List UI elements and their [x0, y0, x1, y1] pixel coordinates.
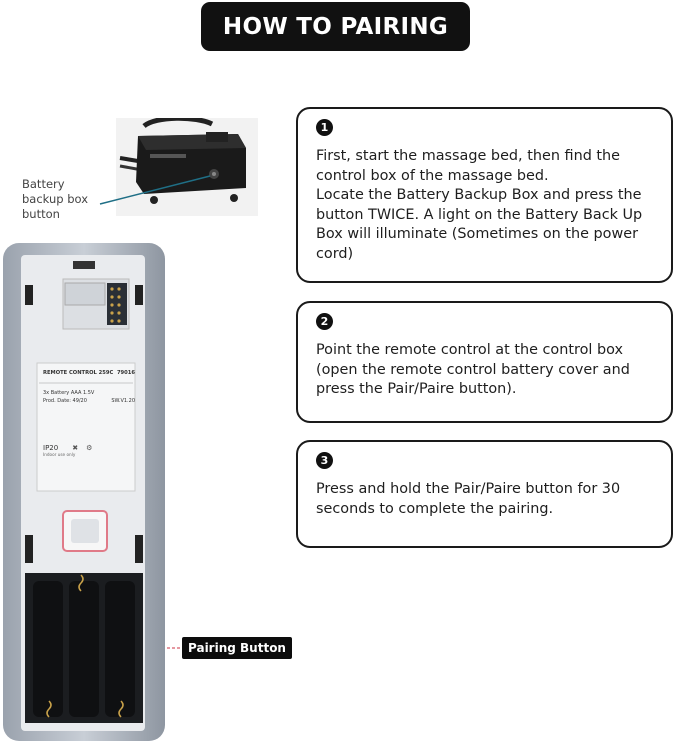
step-number-badge: 2 — [316, 313, 333, 330]
step-text: Press and hold the Pair/Paire button for… — [316, 481, 621, 517]
remote-illustration — [3, 243, 165, 741]
step-card-3: 3 Press and hold the Pair/Paire button f… — [296, 440, 673, 548]
page-title: HOW TO PAIRING — [222, 13, 449, 40]
remote-model: REMOTE CONTROL 259C — [43, 370, 114, 376]
remote-battery-spec: 3x Battery AAA 1.5V — [43, 390, 95, 396]
remote-ip-rating: IP20 — [43, 444, 59, 452]
step-card-1: 1 First, start the massage bed, then fin… — [296, 107, 673, 283]
remote-control-image: REMOTE CONTROL 259C 79016 3x Battery AAA… — [3, 243, 165, 741]
control-box-illustration — [116, 118, 258, 216]
remote-indoor-note: Indoor use only — [43, 452, 76, 457]
recycle-bin-icon: ✖ — [72, 444, 79, 452]
step-text: Point the remote control at the control … — [316, 342, 630, 398]
step-number-badge: 3 — [316, 452, 333, 469]
remote-prod-date: Prod. Date: 49/20 — [43, 398, 87, 404]
settings-icon: ⚙ — [86, 444, 93, 452]
step-text: First, start the massage bed, then find … — [316, 148, 643, 262]
pairing-button-label: Pairing Button — [188, 641, 286, 655]
remote-sw-version: SW.V1.20 — [111, 398, 135, 404]
pairing-button-callout: Pairing Button — [182, 637, 292, 659]
step-number-badge: 1 — [316, 119, 333, 136]
remote-label: REMOTE CONTROL 259C 79016 3x Battery AAA… — [43, 370, 135, 457]
control-box-photo — [116, 118, 258, 216]
step-card-2: 2 Point the remote control at the contro… — [296, 301, 673, 423]
battery-box-callout: Battery backup box button — [22, 177, 89, 221]
title-banner: HOW TO PAIRING — [201, 2, 470, 51]
remote-code: 79016 — [116, 370, 135, 376]
